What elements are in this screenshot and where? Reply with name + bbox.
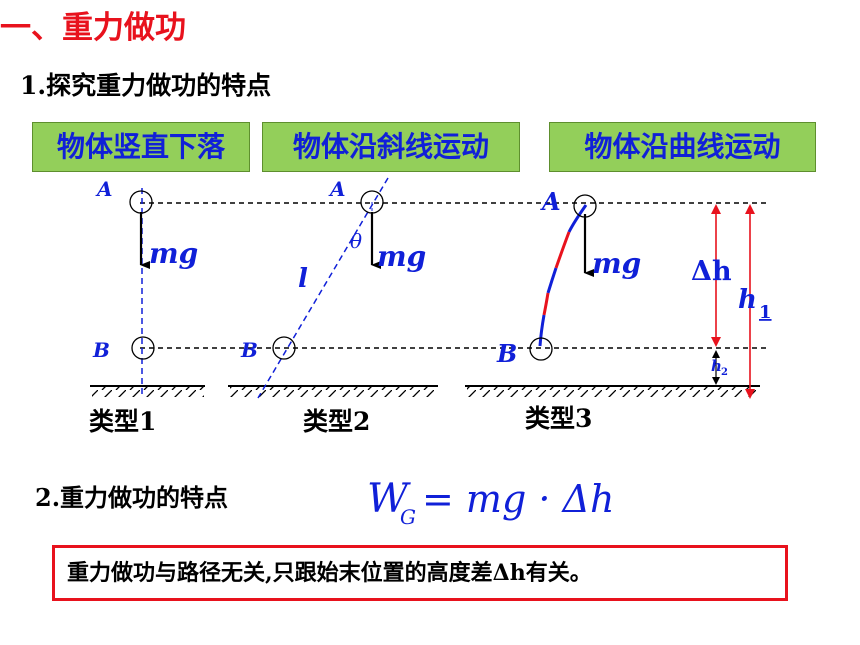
case-1-label: 物体竖直下落 (32, 122, 250, 172)
label-b-case1: B (92, 338, 110, 362)
section-2-heading: 2.重力做功的特点 (35, 483, 229, 512)
incline-path (257, 177, 389, 399)
work-formula: W G = mg · Δh (367, 476, 614, 529)
label-mg-case2: mg (377, 240, 426, 273)
label-a-case1: A (95, 177, 113, 201)
label-b-case2: B (240, 338, 258, 362)
ball-b-case1 (131, 336, 155, 360)
label-theta: θ (350, 229, 362, 253)
ball-b-case2 (272, 336, 296, 360)
page-title: 一、重力做功 (0, 10, 186, 46)
h2-arrow (712, 350, 720, 385)
label-h2: h (711, 357, 722, 375)
label-b-case3: B (496, 339, 517, 368)
svg-text:W: W (367, 476, 411, 522)
ball-a-case2 (360, 190, 384, 214)
label-h1: h (738, 285, 757, 315)
ball-a-case3 (573, 194, 597, 218)
ground-1 (90, 385, 205, 397)
case-3-label: 物体沿曲线运动 (549, 122, 816, 172)
label-mg-case1: mg (149, 237, 198, 270)
curve-path (538, 204, 588, 347)
ball-b-case3 (529, 337, 553, 361)
conclusion-box: 重力做功与路径无关,只跟始末位置的高度差Δh有关。 (52, 545, 788, 601)
h1-arrow (745, 204, 755, 399)
label-delta-h: Δh (691, 256, 732, 287)
ground-3 (465, 385, 760, 397)
ground-2 (228, 385, 438, 397)
type-label-2: 类型2 (303, 407, 370, 436)
delta-h-arrow (711, 204, 721, 347)
svg-text:= mg · Δh: = mg · Δh (422, 477, 614, 521)
svg-text:G: G (400, 505, 416, 529)
label-h1-sub: 1 (759, 302, 772, 323)
ball-a-case1 (129, 190, 153, 214)
case-2-label: 物体沿斜线运动 (262, 122, 520, 172)
label-a-case3: A (540, 187, 561, 216)
label-mg-case3: mg (592, 247, 641, 280)
section-1-heading: 1.探究重力做功的特点 (20, 71, 272, 100)
type-label-1: 类型1 (89, 407, 156, 436)
label-a-case2: A (328, 177, 346, 201)
type-label-3: 类型3 (525, 404, 592, 433)
label-h2-sub: 2 (721, 367, 728, 378)
label-length: l (298, 264, 308, 294)
